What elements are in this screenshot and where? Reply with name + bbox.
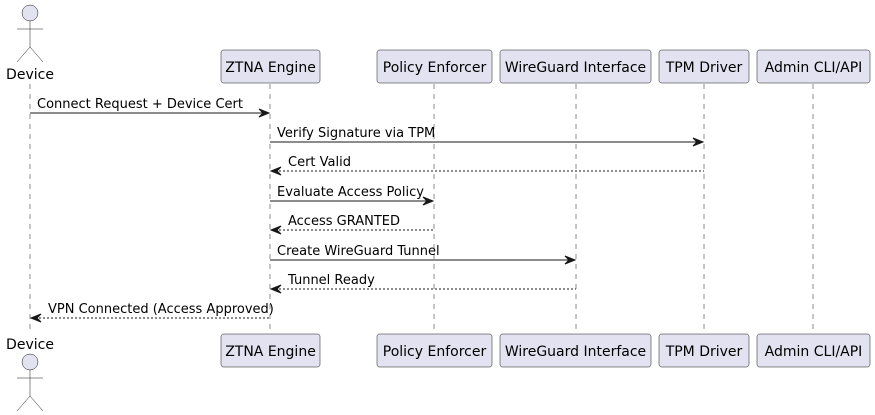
participant-ztna-top: ZTNA Engine — [220, 49, 321, 84]
message-label: Cert Valid — [288, 155, 351, 170]
participant-admin-bottom: Admin CLI/API — [756, 333, 871, 368]
arrow-right-icon — [564, 255, 577, 265]
participant-tpm-bottom: TPM Driver — [658, 333, 750, 368]
message-tunnel-ready: Tunnel Ready — [269, 273, 576, 294]
actor-icon — [16, 353, 44, 412]
message-label: Create WireGuard Tunnel — [277, 244, 440, 259]
arrow-left-icon — [269, 225, 282, 235]
arrow-left-icon — [269, 284, 282, 294]
arrow-left-icon — [269, 166, 282, 176]
participant-label: ZTNA Engine — [225, 344, 316, 360]
message-label: Evaluate Access Policy — [277, 185, 424, 200]
message-cert-valid: Cert Valid — [269, 155, 704, 176]
message-label: Access GRANTED — [288, 214, 400, 229]
arrow-right-icon — [692, 137, 705, 147]
actor-label: Device — [6, 337, 54, 353]
participant-policy-top: Policy Enforcer — [376, 49, 493, 84]
message-verify-signature: Verify Signature via TPM — [270, 126, 705, 147]
participant-policy-bottom: Policy Enforcer — [376, 333, 493, 368]
participant-label: WireGuard Interface — [505, 344, 646, 360]
participant-label: Admin CLI/API — [765, 344, 863, 360]
participant-admin-top: Admin CLI/API — [756, 49, 871, 84]
participant-tpm-top: TPM Driver — [658, 49, 750, 84]
participant-label: WireGuard Interface — [505, 60, 646, 76]
participant-label: Policy Enforcer — [383, 60, 487, 76]
arrow-right-icon — [258, 108, 271, 118]
participant-label: TPM Driver — [665, 344, 743, 360]
participant-ztna-bottom: ZTNA Engine — [220, 333, 321, 368]
actor-icon — [16, 4, 44, 63]
actor-device-top: Device — [6, 4, 54, 83]
message-label: VPN Connected (Access Approved) — [48, 302, 274, 317]
message-label: Tunnel Ready — [287, 273, 375, 288]
lifelines — [29, 84, 814, 333]
participant-label: Admin CLI/API — [765, 60, 863, 76]
participant-wg-top: WireGuard Interface — [499, 49, 652, 84]
participant-label: ZTNA Engine — [225, 60, 316, 76]
arrow-left-icon — [29, 313, 42, 323]
message-connect-request: Connect Request + Device Cert — [30, 97, 271, 118]
message-label: Verify Signature via TPM — [277, 126, 435, 141]
participant-label: Policy Enforcer — [383, 344, 487, 360]
message-access-granted: Access GRANTED — [269, 214, 434, 235]
arrow-right-icon — [422, 196, 435, 206]
participant-label: TPM Driver — [665, 60, 743, 76]
message-label: Connect Request + Device Cert — [37, 97, 243, 112]
participant-wg-bottom: WireGuard Interface — [499, 333, 652, 368]
message-vpn-connected: VPN Connected (Access Approved) — [29, 302, 274, 323]
message-evaluate-policy: Evaluate Access Policy — [270, 185, 435, 206]
actor-device-bottom: Device — [6, 337, 54, 412]
message-create-tunnel: Create WireGuard Tunnel — [270, 244, 577, 265]
actor-label: Device — [6, 67, 54, 83]
